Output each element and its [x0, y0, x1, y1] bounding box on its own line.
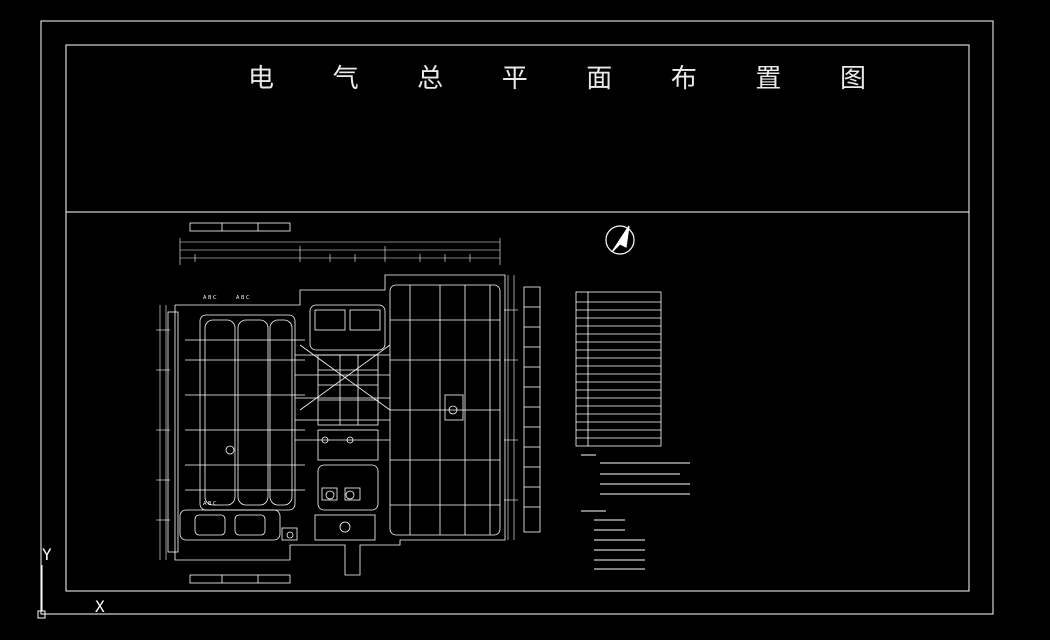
ucs-icon: [37, 565, 92, 619]
top-dimensions: [179, 238, 501, 265]
notes-block: [581, 454, 690, 570]
bottom-label-boxes: [189, 574, 291, 584]
title-char: 电: [248, 64, 277, 94]
title-char: 气: [332, 64, 361, 94]
left-dimensions: [156, 305, 170, 560]
title-char: 面: [586, 64, 615, 94]
title-char: 布: [670, 64, 699, 94]
title-char: 平: [501, 64, 530, 94]
substation-plan: [167, 274, 506, 576]
north-arrow-icon: [605, 225, 635, 255]
title-char: 图: [839, 64, 868, 94]
abc-label: A B C: [236, 295, 250, 301]
top-label-boxes: [189, 222, 291, 232]
abc-label: A B C: [203, 295, 217, 301]
ucs-y-label: Y: [42, 545, 52, 564]
drawing-title: 电 气 总 平 面 布 置 图: [248, 58, 868, 95]
right-dimensions: [504, 275, 518, 540]
inner-border: [65, 44, 970, 592]
vertical-legend: [523, 286, 541, 533]
outer-border: [40, 20, 994, 615]
equipment-table: [575, 291, 662, 447]
title-char: 置: [755, 64, 784, 94]
abc-label: A B C: [203, 501, 217, 507]
ucs-x-label: X: [95, 597, 105, 616]
title-char: 总: [417, 64, 446, 94]
